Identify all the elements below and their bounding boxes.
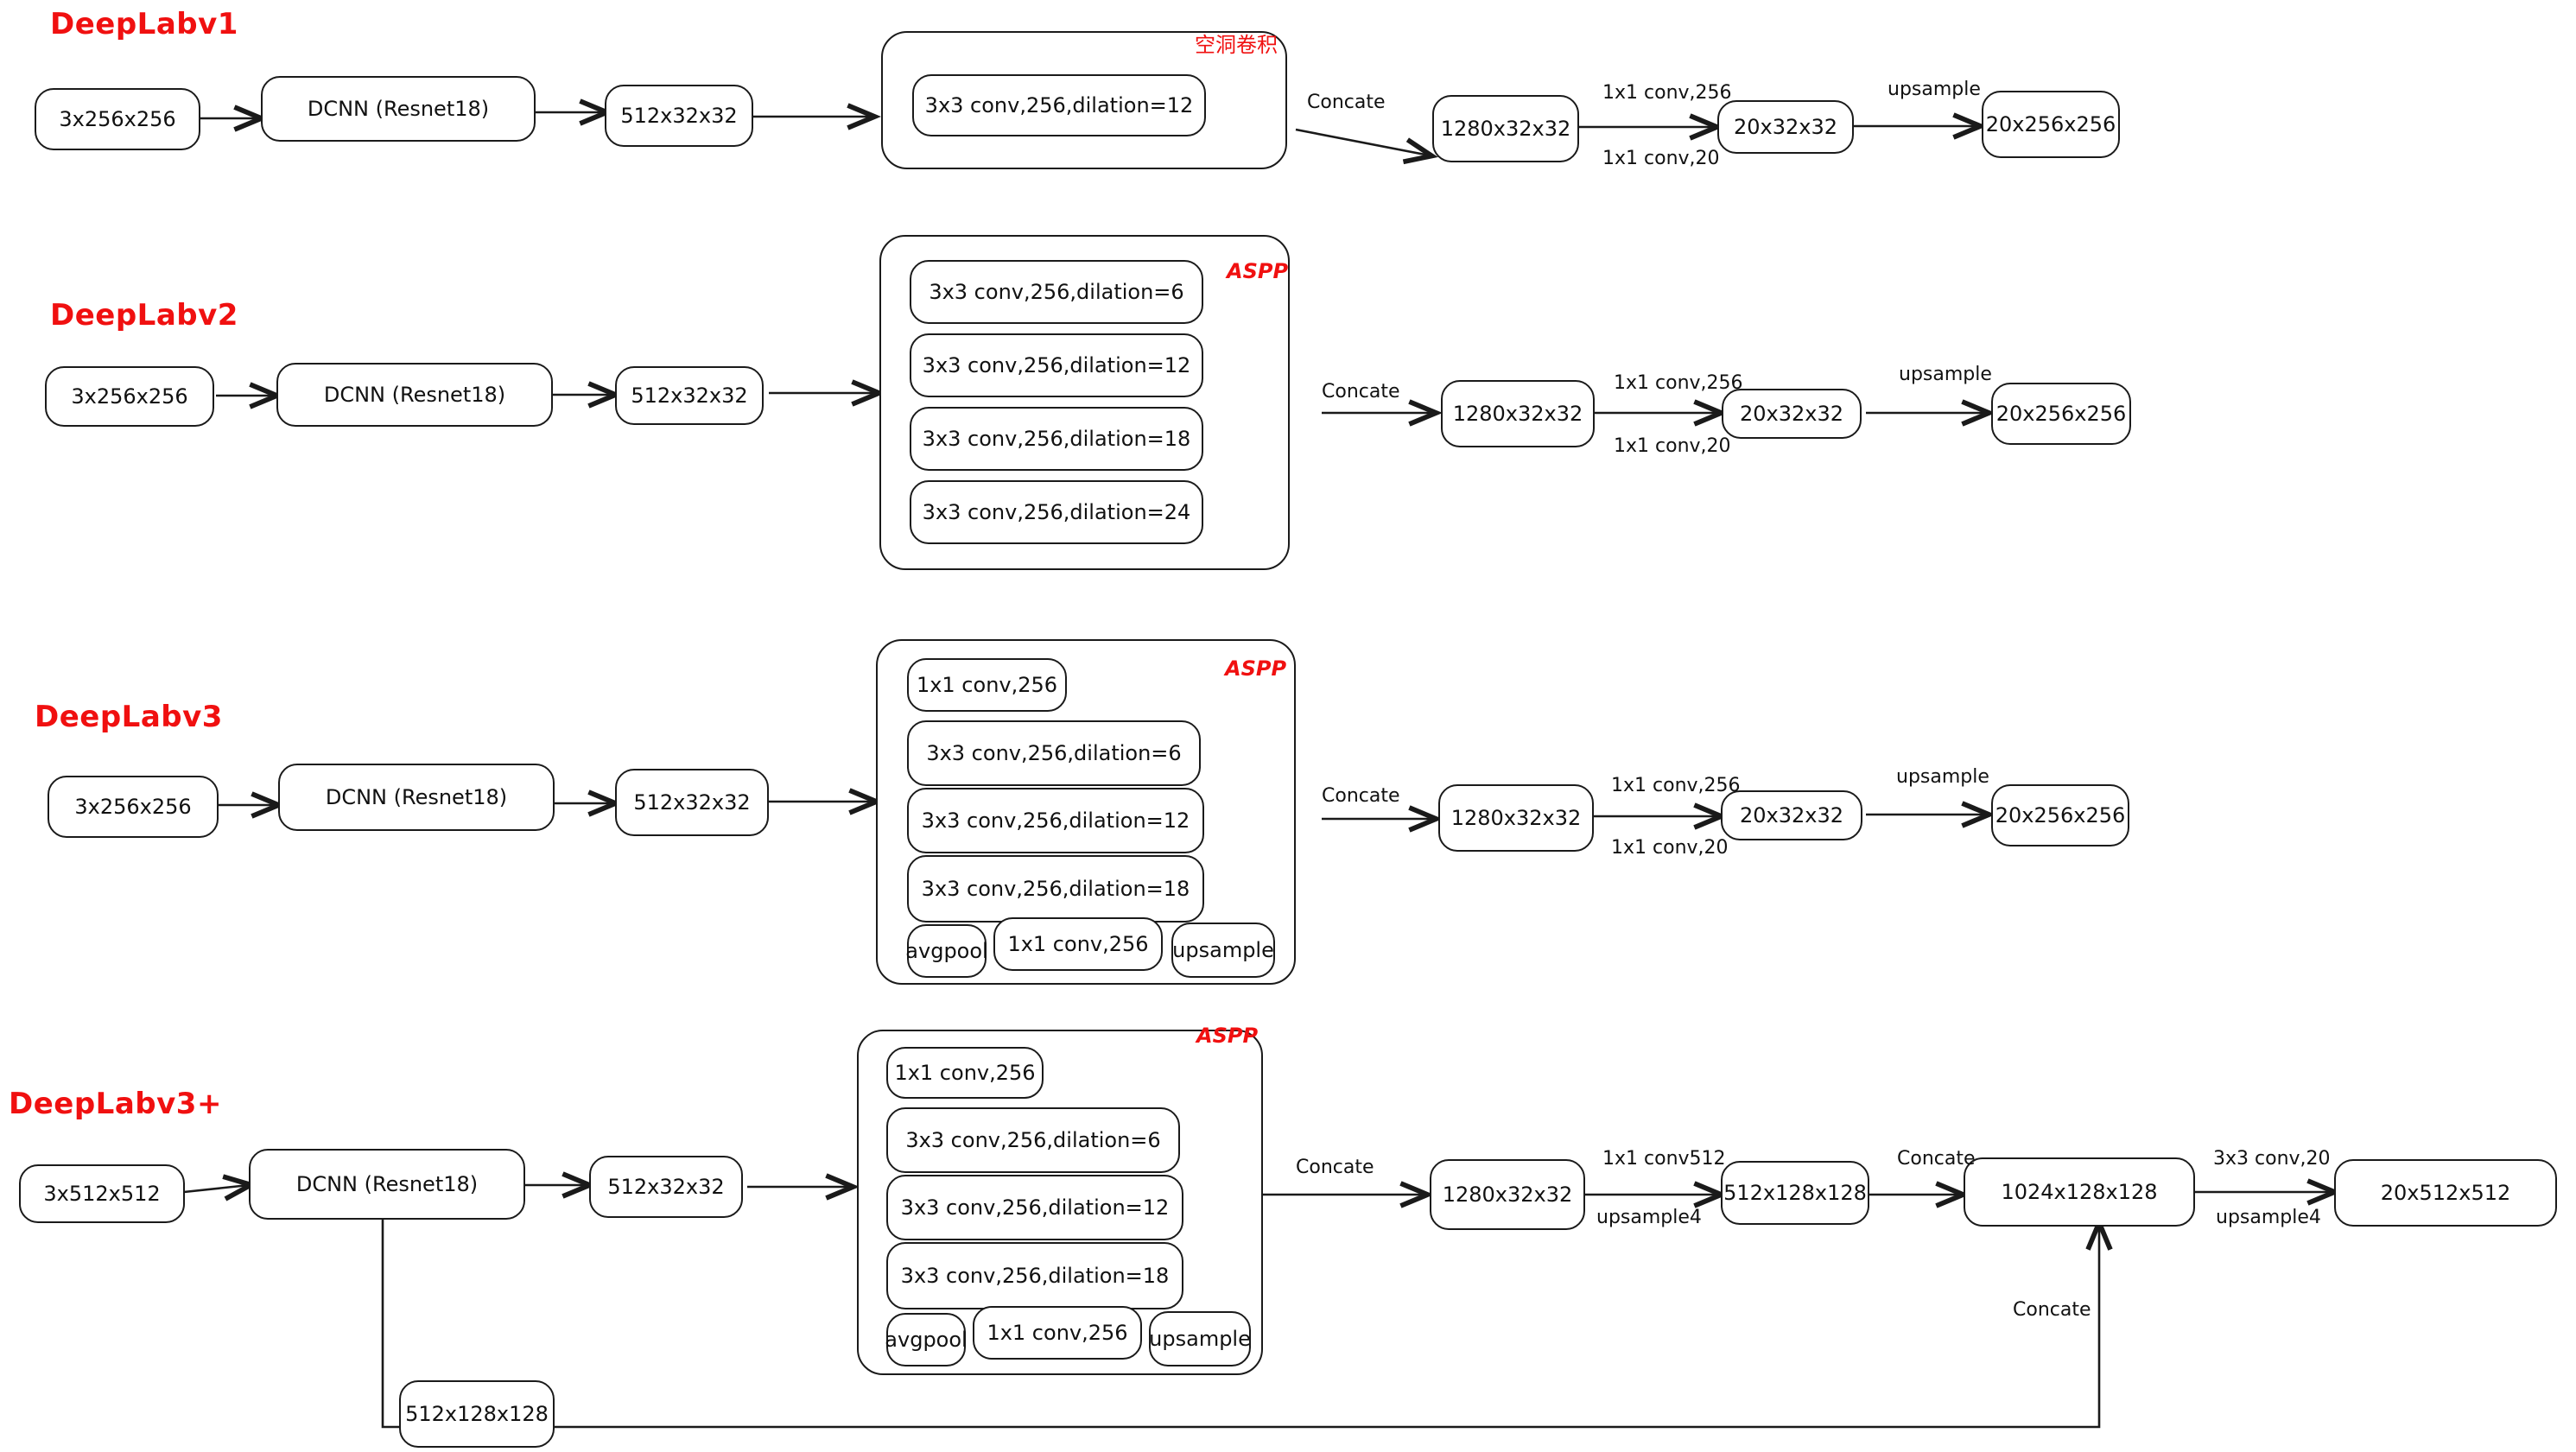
v2-group-tag: ASPP — [1227, 259, 1289, 283]
v3p-concat-label: Concate — [1296, 1157, 1374, 1178]
v2-upsample-label: upsample — [1899, 364, 1992, 385]
v3p-feature-box: 512x32x32 — [589, 1156, 743, 1218]
v1-input-box: 3x256x256 — [35, 88, 200, 150]
v3-concat-out-box: 1280x32x32 — [1438, 784, 1594, 852]
v3p-output-box: 20x512x512 — [2334, 1159, 2557, 1227]
v3-group-tag: ASPP — [1225, 656, 1287, 681]
v1-backbone-box: DCNN (Resnet18) — [261, 76, 536, 142]
v1-concat-label: Concate — [1307, 92, 1386, 113]
v3-branch-1: 3x3 conv,256,dilation=6 — [907, 720, 1201, 786]
v3p-fused-box: 1024x128x128 — [1964, 1157, 2195, 1227]
v3-branch-0: 1x1 conv,256 — [907, 658, 1067, 712]
v3-branch-3: 3x3 conv,256,dilation=18 — [907, 855, 1204, 923]
v2-output-box: 20x256x256 — [1991, 383, 2131, 445]
row-title-deeplabv3: DeepLabv3 — [35, 700, 223, 734]
v3-feature-box: 512x32x32 — [615, 769, 769, 836]
v3p-decode-bottom-label: upsample4 — [1596, 1207, 1702, 1228]
v3p-concat2-label: Concate — [1897, 1148, 1976, 1170]
row-title-deeplabv1: DeepLabv1 — [50, 7, 238, 41]
v2-branch-1: 3x3 conv,256,dilation=12 — [910, 333, 1203, 397]
v3p-decoded-box: 512x128x128 — [1721, 1161, 1869, 1225]
v3-head-top-label: 1x1 conv,256 — [1611, 775, 1741, 796]
v3p-backbone-box: DCNN (Resnet18) — [249, 1149, 525, 1220]
v3p-pool-conv: 1x1 conv,256 — [973, 1306, 1142, 1360]
v3p-branch-0: 1x1 conv,256 — [886, 1047, 1044, 1099]
v3p-concat-out-box: 1280x32x32 — [1430, 1159, 1585, 1230]
v3p-branch-2: 3x3 conv,256,dilation=12 — [886, 1175, 1183, 1240]
v3-input-box: 3x256x256 — [48, 776, 219, 838]
v3p-decode-top-label: 1x1 conv512 — [1602, 1148, 1726, 1170]
v3-aspp-group: 1x1 conv,256 3x3 conv,256,dilation=6 3x3… — [876, 639, 1296, 985]
v1-concat-out-box: 1280x32x32 — [1432, 95, 1579, 162]
v3-logits-box: 20x32x32 — [1721, 790, 1862, 840]
v3p-skip-concat-label: Concate — [2013, 1299, 2091, 1321]
v2-concat-out-box: 1280x32x32 — [1441, 380, 1595, 447]
v3p-aspp-group: 1x1 conv,256 3x3 conv,256,dilation=6 3x3… — [857, 1030, 1263, 1375]
v1-branch-0: 3x3 conv,256,dilation=12 — [912, 74, 1206, 136]
v3-pool-upsample: upsample — [1171, 923, 1275, 978]
v3-pool-conv: 1x1 conv,256 — [993, 917, 1163, 971]
v1-logits-box: 20x32x32 — [1717, 100, 1854, 154]
row-title-deeplabv2: DeepLabv2 — [50, 298, 238, 333]
v3p-branch-1: 3x3 conv,256,dilation=6 — [886, 1107, 1180, 1173]
v1-upsample-label: upsample — [1888, 79, 1981, 100]
v3p-out-top-label: 3x3 conv,20 — [2213, 1148, 2331, 1170]
v2-head-top-label: 1x1 conv,256 — [1614, 372, 1743, 394]
v3-pool-avgpool: avgpool — [905, 924, 988, 978]
v3-head-bottom-label: 1x1 conv,20 — [1611, 837, 1729, 859]
v1-group-tag: 空洞卷积 — [1195, 33, 1278, 57]
v3p-branch-3: 3x3 conv,256,dilation=18 — [886, 1242, 1183, 1309]
v3-upsample-label: upsample — [1896, 766, 1989, 788]
v2-feature-box: 512x32x32 — [615, 366, 764, 425]
v3-concat-label: Concate — [1322, 785, 1400, 807]
v3-output-box: 20x256x256 — [1991, 784, 2129, 846]
v1-feature-box: 512x32x32 — [605, 85, 753, 147]
row-title-deeplabv3plus: DeepLabv3+ — [9, 1087, 222, 1121]
v1-dilated-group: 3x3 conv,256,dilation=12 — [881, 31, 1287, 169]
v1-output-box: 20x256x256 — [1982, 91, 2120, 158]
v2-logits-box: 20x32x32 — [1722, 389, 1862, 439]
v2-aspp-group: 3x3 conv,256,dilation=6 3x3 conv,256,dil… — [879, 235, 1290, 570]
v3-backbone-box: DCNN (Resnet18) — [278, 764, 555, 831]
v2-backbone-box: DCNN (Resnet18) — [276, 363, 553, 427]
v1-head-top-label: 1x1 conv,256 — [1602, 82, 1732, 104]
v1-head-bottom-label: 1x1 conv,20 — [1602, 148, 1720, 169]
v2-branch-3: 3x3 conv,256,dilation=24 — [910, 480, 1203, 544]
v3p-skip-box: 512x128x128 — [399, 1380, 555, 1448]
v3-branch-2: 3x3 conv,256,dilation=12 — [907, 788, 1204, 853]
v2-branch-2: 3x3 conv,256,dilation=18 — [910, 407, 1203, 471]
v3p-pool-upsample: upsample — [1149, 1311, 1251, 1366]
v3p-input-box: 3x512x512 — [19, 1164, 185, 1223]
v3p-group-tag: ASPP — [1196, 1024, 1259, 1048]
v3p-out-bottom-label: upsample4 — [2216, 1207, 2321, 1228]
v2-branch-0: 3x3 conv,256,dilation=6 — [910, 260, 1203, 324]
v2-input-box: 3x256x256 — [45, 366, 214, 427]
v2-head-bottom-label: 1x1 conv,20 — [1614, 435, 1731, 457]
v2-concat-label: Concate — [1322, 381, 1400, 403]
v3p-pool-avgpool: avgpool — [885, 1313, 968, 1366]
